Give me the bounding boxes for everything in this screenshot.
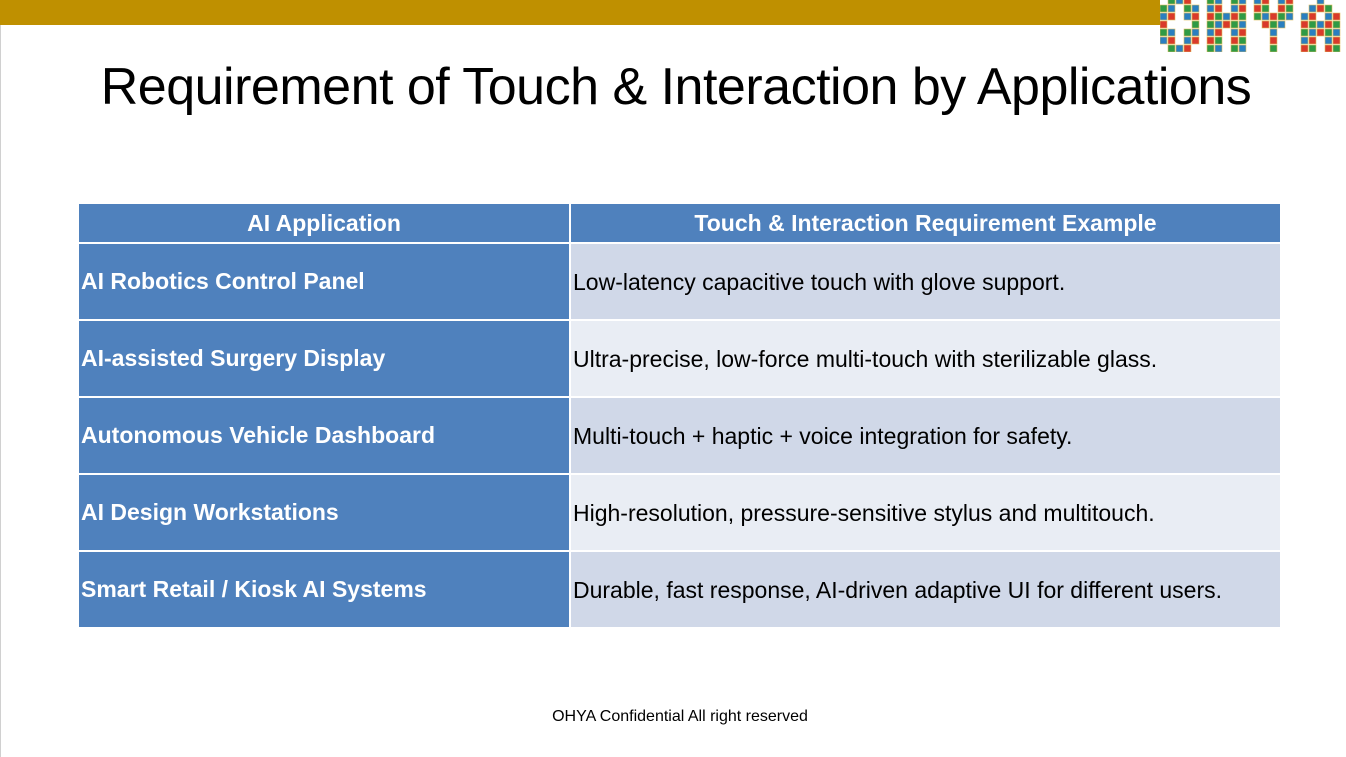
- application-cell: AI Robotics Control Panel: [79, 244, 571, 321]
- table-row: AI Design Workstations High-resolution, …: [79, 475, 1282, 552]
- top-accent-bar: [0, 0, 1346, 25]
- table-row: Autonomous Vehicle Dashboard Multi-touch…: [79, 398, 1282, 475]
- application-cell: Autonomous Vehicle Dashboard: [79, 398, 571, 475]
- slide-title: Requirement of Touch & Interaction by Ap…: [100, 58, 1252, 116]
- requirements-table: AI Application Touch & Interaction Requi…: [79, 204, 1282, 629]
- requirement-cell: Multi-touch + haptic + voice integration…: [571, 398, 1282, 475]
- application-cell: AI Design Workstations: [79, 475, 571, 552]
- application-cell: AI-assisted Surgery Display: [79, 321, 571, 398]
- column-header-application: AI Application: [79, 204, 571, 244]
- requirement-cell: Ultra-precise, low-force multi-touch wit…: [571, 321, 1282, 398]
- ohya-logo: [1160, 0, 1346, 52]
- footer-text: OHYA Confidential All right reserved: [552, 708, 808, 725]
- requirement-cell: Durable, fast response, AI-driven adapti…: [571, 552, 1282, 629]
- table-row: Smart Retail / Kiosk AI Systems Durable,…: [79, 552, 1282, 629]
- requirement-cell: Low-latency capacitive touch with glove …: [571, 244, 1282, 321]
- column-header-requirement: Touch & Interaction Requirement Example: [571, 204, 1282, 244]
- table-header-row: AI Application Touch & Interaction Requi…: [79, 204, 1282, 244]
- table-row: AI-assisted Surgery Display Ultra-precis…: [79, 321, 1282, 398]
- requirement-cell: High-resolution, pressure-sensitive styl…: [571, 475, 1282, 552]
- table-row: AI Robotics Control Panel Low-latency ca…: [79, 244, 1282, 321]
- application-cell: Smart Retail / Kiosk AI Systems: [79, 552, 571, 629]
- slide-border: [0, 25, 1, 757]
